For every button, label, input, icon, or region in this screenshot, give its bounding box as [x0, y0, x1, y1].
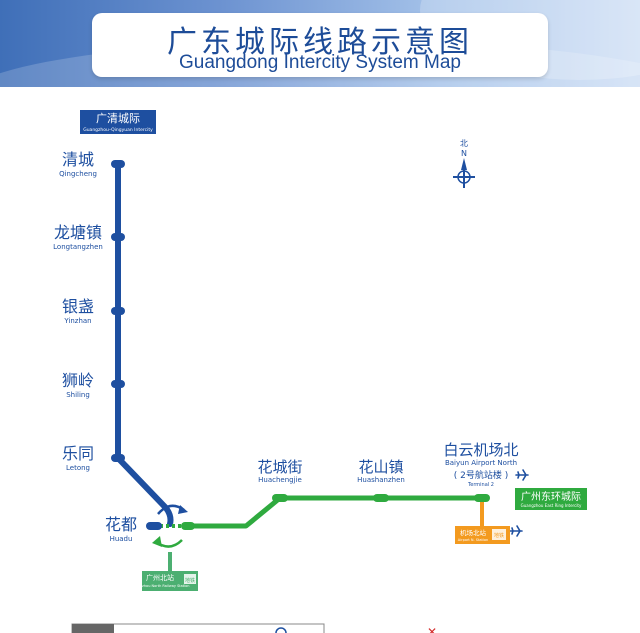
map-title-en: Guangdong Intercity System Map	[179, 52, 461, 73]
station-name-en: Letong	[66, 464, 90, 472]
route-map: 广清城际 Guangzhou–Qingyuan Intercity 清城 Qin…	[53, 110, 587, 633]
station-name-cn: 白云机场北	[443, 441, 518, 459]
rail-logo-icon: ✕	[427, 625, 437, 633]
station-name-en: Huachengjie	[258, 476, 302, 484]
station-name-cn: 龙塘镇	[54, 223, 102, 242]
station-name-cn: 花山镇	[358, 458, 403, 476]
station-huadu[interactable]: 花都 Huadu	[105, 515, 195, 543]
transfer-name-en: Guangzhou North Railway Station	[130, 584, 189, 588]
line-name-en: Guangzhou East Ring Intercity	[521, 503, 582, 508]
east-ring-line-path	[181, 495, 485, 529]
line-name-cn: 广清城际	[96, 112, 140, 125]
station-name-cn: 银盏	[62, 297, 94, 316]
station-shiling[interactable]: 狮岭 Shiling	[62, 371, 125, 399]
transfer-airport-north[interactable]: 机场北站 Airport N. Station 地铁	[455, 502, 510, 544]
station-name-cn: 花都	[105, 515, 137, 534]
station-name-en: Longtangzhen	[53, 243, 103, 251]
airplane-icon	[515, 469, 529, 481]
station-name-en: Qingcheng	[59, 170, 97, 178]
station-huashanzhen[interactable]: 花山镇 Huashanzhen	[357, 458, 405, 502]
terminal-name-en: Terminal 2	[467, 482, 494, 488]
station-name-en: Huashanzhen	[357, 476, 405, 484]
transfer-guangzhou-north[interactable]: 广州北站 Guangzhou North Railway Station 地铁	[130, 552, 198, 591]
station-longtangzhen[interactable]: 龙塘镇 Longtangzhen	[53, 223, 125, 251]
station-huachengjie[interactable]: 花城街 Huachengjie	[257, 458, 303, 502]
metro-badge: 地铁	[185, 577, 195, 584]
airplane-icon	[509, 525, 523, 537]
station-name-en: Huadu	[110, 535, 133, 543]
station-name-cn: 狮岭	[62, 371, 94, 390]
transfer-arrow-head	[152, 536, 162, 547]
line-name-en: Guangzhou–Qingyuan Intercity	[83, 127, 153, 133]
map-title-cn: 广东城际线路示意图	[167, 25, 473, 60]
station-qingcheng[interactable]: 清城 Qingcheng	[59, 150, 125, 178]
compass-label-en: N	[461, 149, 467, 158]
station-name-cn: 清城	[62, 150, 94, 169]
station-name-en: Baiyun Airport North	[445, 459, 517, 467]
line-name-cn: 广州东环城际	[521, 490, 581, 503]
compass-label-cn: 北	[460, 139, 468, 148]
transfer-arrow-head	[178, 505, 188, 514]
title-card: 广东城际线路示意图 Guangdong Intercity System Map	[92, 13, 548, 77]
qingcheng-line-path	[115, 161, 174, 527]
line-label-qingcheng[interactable]: 广清城际 Guangzhou–Qingyuan Intercity	[80, 110, 156, 134]
station-yinzhan[interactable]: 银盏 Yinzhan	[62, 297, 125, 325]
station-name-cn: 花城街	[257, 458, 302, 476]
terminal-name-cn: ( 2号航站楼 )	[454, 469, 508, 481]
transfer-name-en: Airport N. Station	[458, 538, 488, 542]
station-letong[interactable]: 乐同 Letong	[62, 444, 125, 472]
metro-badge: 地铁	[494, 532, 504, 539]
station-name-cn: 乐同	[62, 444, 94, 463]
legend-header	[72, 624, 114, 633]
station-name-en: Shiling	[66, 391, 90, 399]
station-name-en: Yinzhan	[63, 317, 91, 325]
line-label-east-ring[interactable]: 广州东环城际 Guangzhou East Ring Intercity	[515, 488, 587, 510]
transfer-name-cn: 机场北站	[460, 528, 487, 537]
header-banner: 广东城际线路示意图 Guangdong Intercity System Map	[0, 0, 640, 87]
compass-icon: 北 N	[453, 139, 475, 188]
station-baiyun-airport-north[interactable]: 白云机场北 Baiyun Airport North ( 2号航站楼 ) Ter…	[443, 441, 519, 502]
legend-icon	[275, 627, 287, 633]
transfer-name-cn: 广州北站	[146, 573, 174, 582]
